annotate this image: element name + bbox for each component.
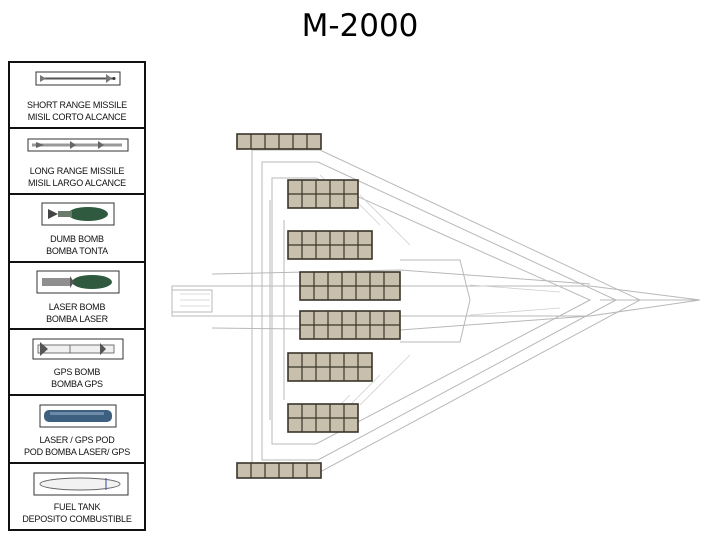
dumb-bomb-icon <box>41 202 115 226</box>
hardpoint-fuselage-front <box>299 271 401 301</box>
legend-label-es: BOMBA LASER <box>46 314 108 324</box>
legend-label-es: BOMBA GPS <box>51 379 103 389</box>
legend-label-es: BOMBA TONTA <box>46 246 108 256</box>
hardpoint-inner-wing-right <box>287 352 373 382</box>
legend-label-es: DEPOSITO COMBUSTIBLE <box>22 514 132 524</box>
legend-label-en: LONG RANGE MISSILE <box>29 166 125 176</box>
hardpoint-wingtip-bottom <box>236 462 322 479</box>
short-range-missile-icon <box>35 71 121 86</box>
legend-label-en: SHORT RANGE MISSILE <box>27 100 127 110</box>
legend-label-en: DUMB BOMB <box>50 234 104 244</box>
legend-label-es: MISIL LARGO ALCANCE <box>28 178 126 188</box>
legend-label-es: MISIL CORTO ALCANCE <box>27 112 127 122</box>
gps-bomb-icon <box>32 338 124 360</box>
legend-item-long-range-missile: LONG RANGE MISSILE MISIL LARGO ALCANCE <box>10 129 144 195</box>
hardpoint-outer-wing-right <box>287 403 359 433</box>
legend-label-en: GPS BOMB <box>53 367 101 377</box>
hardpoint-fuselage-rear <box>299 310 401 340</box>
legend-label-es: POD BOMBA LASER/ GPS <box>23 447 131 457</box>
long-range-missile-icon <box>27 138 129 152</box>
laser-gps-pod-icon <box>39 404 117 428</box>
legend-item-gps-bomb: GPS BOMB BOMBA GPS <box>10 330 144 396</box>
legend-item-dumb-bomb: DUMB BOMB BOMBA TONTA <box>10 195 144 263</box>
fuel-tank-icon <box>33 472 129 496</box>
legend-item-fuel-tank: FUEL TANK DEPOSITO COMBUSTIBLE <box>10 464 144 529</box>
hardpoint-inner-wing-left <box>287 230 373 260</box>
legend-item-laser-gps-pod: LASER / GPS POD POD BOMBA LASER/ GPS <box>10 396 144 464</box>
aircraft-details <box>180 174 561 426</box>
hardpoint-wingtip-top <box>236 133 322 150</box>
legend-item-short-range-missile: SHORT RANGE MISSILE MISIL CORTO ALCANCE <box>10 63 144 129</box>
aircraft-outline <box>171 149 701 473</box>
weapons-legend: SHORT RANGE MISSILE MISIL CORTO ALCANCE … <box>8 61 146 531</box>
legend-label-en: LASER / GPS POD <box>39 435 115 445</box>
legend-item-laser-bomb: LASER BOMB BOMBA LASER <box>10 263 144 330</box>
page-title: M-2000 <box>301 8 419 44</box>
laser-bomb-icon <box>36 270 120 294</box>
legend-label-en: LASER BOMB <box>48 302 106 312</box>
hardpoint-outer-wing-left <box>287 179 359 209</box>
legend-label-en: FUEL TANK <box>53 502 101 512</box>
